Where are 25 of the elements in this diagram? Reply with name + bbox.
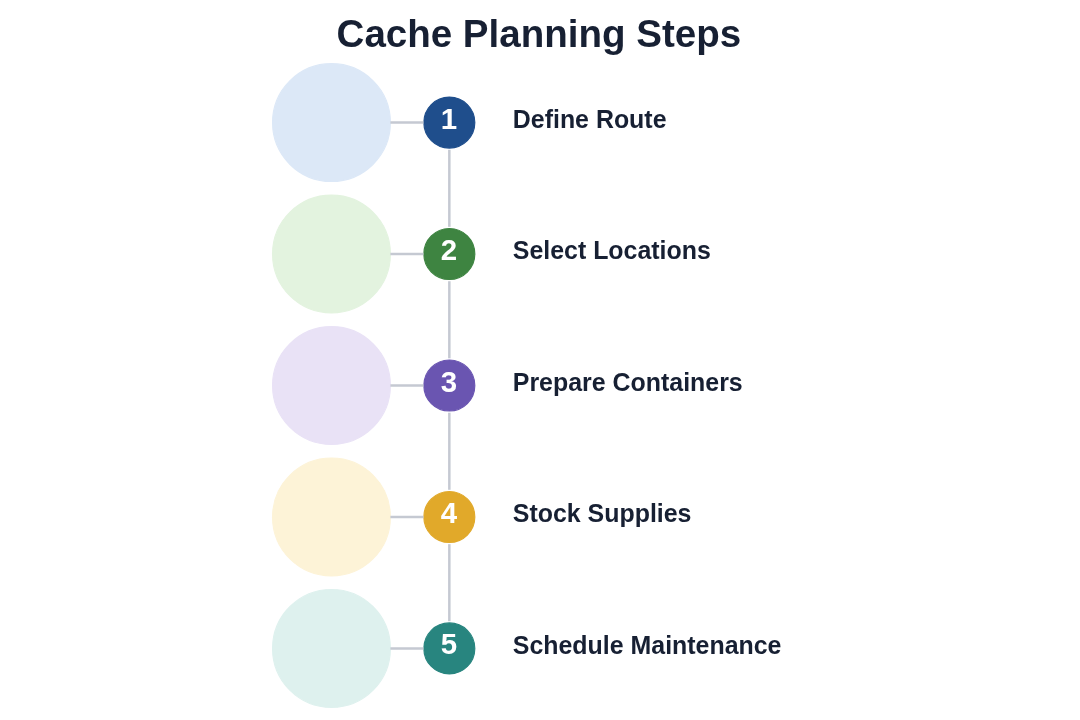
node-circle <box>271 194 391 314</box>
node-label: Define Route <box>512 104 667 133</box>
node-circle: 4 <box>423 490 476 544</box>
node-label: Schedule Maintenance <box>512 630 782 659</box>
connector <box>390 384 424 387</box>
connector <box>448 149 451 227</box>
node-circle: 3 <box>423 359 476 412</box>
node-circle <box>271 588 391 708</box>
connector <box>448 412 451 490</box>
connector <box>390 252 424 256</box>
connector <box>448 544 451 622</box>
node-circle: 1 <box>423 96 476 149</box>
connector <box>390 121 424 124</box>
node-circle: 2 <box>423 227 476 281</box>
node-circle: 5 <box>423 622 476 675</box>
connector <box>448 281 451 359</box>
diagram-title: Cache Planning Steps <box>336 11 742 55</box>
node-label: Stock Supplies <box>512 499 692 528</box>
node-circle <box>271 457 391 577</box>
node-circle <box>271 326 391 445</box>
node-circle <box>271 63 391 183</box>
node-label: Prepare Containers <box>512 367 743 396</box>
node-label: Select Locations <box>512 236 711 265</box>
connector <box>390 515 424 519</box>
connector <box>390 647 424 650</box>
